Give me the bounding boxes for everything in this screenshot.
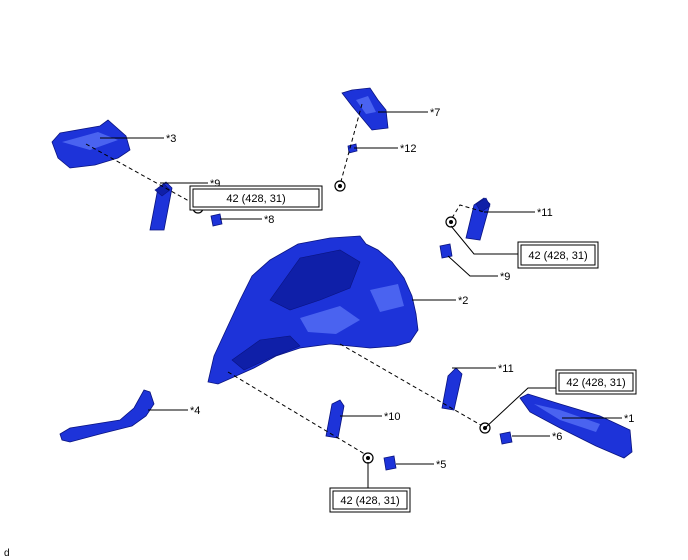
part-9-strap-left (149, 181, 173, 231)
label-part-10: *10 (384, 411, 401, 423)
label-part-6: *6 (552, 431, 562, 443)
bolt-icon (362, 452, 374, 464)
label-part-5: *5 (436, 459, 446, 471)
label-part-3: *3 (166, 133, 176, 145)
torque-value-1: 42 (428, 31) (226, 193, 285, 205)
bolt-icon (445, 216, 457, 228)
torque-value-3: 42 (428, 31) (566, 377, 625, 389)
corner-code: d (4, 548, 10, 559)
label-part-11-lower: *11 (498, 363, 514, 375)
part-1-scuff-plate (519, 393, 633, 459)
part-4-sill (59, 389, 155, 443)
leader-lines (100, 111, 622, 488)
part-2-quarter-panel (207, 235, 419, 385)
torque-box-1: 42 (428, 31) (189, 185, 323, 211)
torque-box-2: 42 (428, 31) (517, 241, 599, 269)
part-5-clip (383, 455, 397, 471)
label-part-12: *12 (400, 143, 417, 155)
part-11-guide-upper (465, 197, 491, 241)
bolt-icon (334, 180, 346, 192)
label-part-8: *8 (264, 214, 274, 226)
label-part-1: *1 (624, 413, 634, 425)
part-labels: *3 *7 *12 *9 *8 *11 *9 *2 *11 *1 *4 *10 … (166, 107, 634, 471)
torque-value-4: 42 (428, 31) (340, 495, 399, 507)
part-3-panel (51, 119, 131, 169)
part-8-clip (210, 213, 223, 227)
torque-box-3: 42 (428, 31) (555, 369, 637, 395)
torque-value-2: 42 (428, 31) (528, 250, 587, 262)
label-part-9-right: *9 (500, 271, 510, 283)
label-part-7: *7 (430, 107, 440, 119)
part-7-trim (341, 87, 389, 131)
label-part-9-left: *9 (210, 178, 220, 190)
part-9-clip-right (439, 243, 453, 259)
torque-box-4: 42 (428, 31) (329, 487, 411, 513)
assembly-dashed-lines (85, 103, 487, 457)
part-11-guide-lower (441, 367, 463, 411)
label-part-2: *2 (458, 295, 468, 307)
part-10-guide (325, 399, 345, 439)
label-part-4: *4 (190, 405, 200, 417)
label-part-11-upper: *11 (537, 207, 553, 219)
part-6-clip (499, 431, 513, 445)
